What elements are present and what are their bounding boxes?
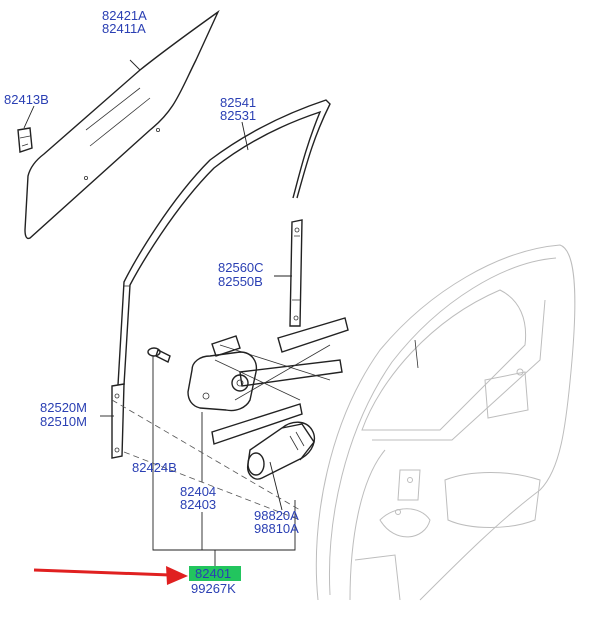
label-run-channel-2: 82531	[220, 108, 256, 123]
run-channel	[117, 99, 331, 386]
regulator-motor	[247, 421, 316, 480]
door-glass	[24, 9, 220, 240]
label-regulator-1: 82404	[180, 484, 216, 499]
leader-lines	[23, 59, 301, 566]
bolt	[147, 347, 171, 363]
label-motor-1: 98820A	[254, 508, 299, 523]
label-run-channel-1: 82541	[220, 95, 256, 110]
label-assembly-2: 99267K	[191, 581, 236, 596]
label-glass-clip: 82413B	[4, 92, 49, 107]
label-bolt: 82424B	[132, 460, 177, 475]
label-glass-1: 82421A	[102, 8, 147, 23]
label-front-channel-1: 82520M	[40, 400, 87, 415]
label-regulator-2: 82403	[180, 497, 216, 512]
label-rear-channel-2: 82550B	[218, 274, 263, 289]
label-front-channel-2: 82510M	[40, 414, 87, 429]
door-body-outline	[315, 244, 576, 601]
label-assembly-1: 82401	[195, 566, 231, 581]
rear-channel	[289, 219, 303, 327]
label-motor-2: 98810A	[254, 521, 299, 536]
glass-clip	[17, 127, 33, 153]
pointer-arrow	[33, 566, 188, 585]
front-channel	[111, 383, 125, 459]
highlight-box	[189, 566, 241, 581]
window-regulator	[187, 317, 349, 445]
label-glass-2: 82411A	[102, 21, 146, 36]
label-rear-channel-1: 82560C	[218, 260, 264, 275]
